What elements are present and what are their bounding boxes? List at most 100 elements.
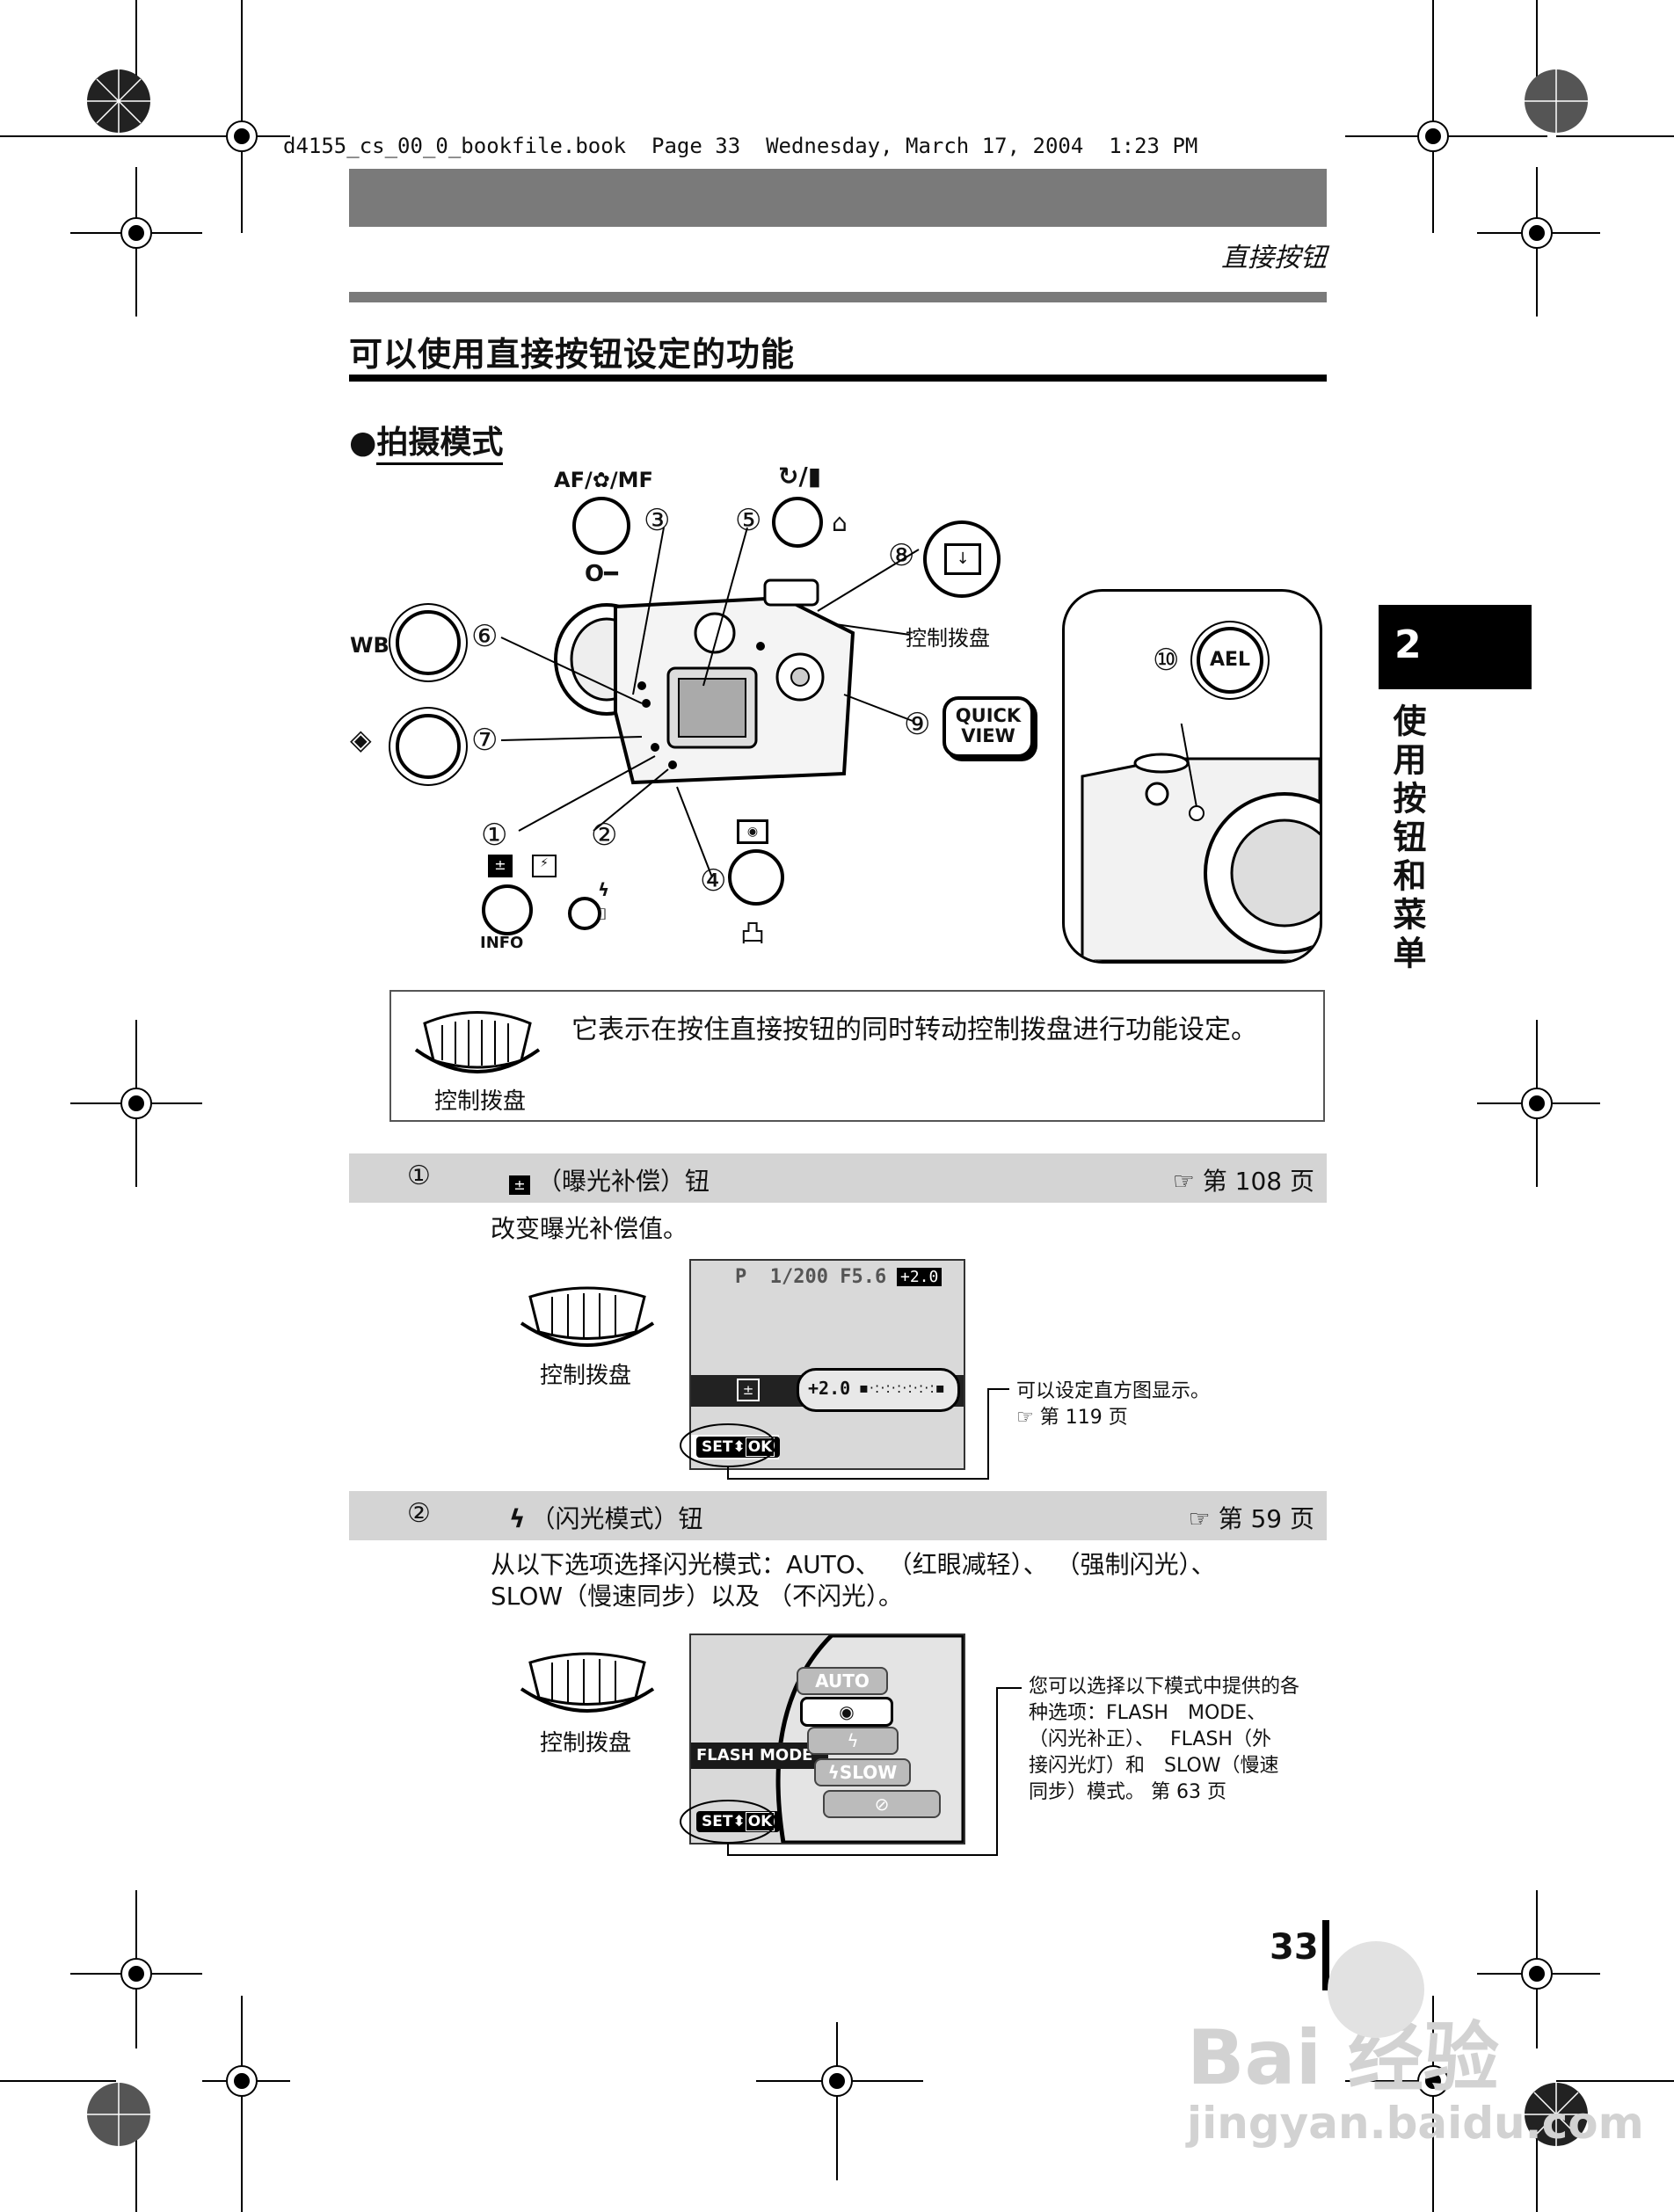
- chapter-tab[interactable]: 2: [1379, 605, 1532, 689]
- metering-button[interactable]: [728, 849, 784, 906]
- flash-button[interactable]: [568, 897, 601, 930]
- page-number: 33: [1270, 1927, 1319, 1968]
- item-1-dial-caption: 控制拨盘: [540, 1363, 632, 1389]
- self-timer-icon: ↻: [778, 462, 799, 491]
- page-number-rule: [1322, 1920, 1329, 1990]
- erase-icon: ⌂: [832, 508, 848, 537]
- transfer-icon: ↓: [944, 543, 981, 575]
- ael-inset-panel: ⑩ AEL: [1062, 589, 1322, 964]
- flash-icon: ϟ: [598, 879, 610, 900]
- set-label: SET: [702, 1438, 733, 1456]
- item-2-bar: ② ϟ（闪光模式）钮 ☞ 第 59 页: [349, 1491, 1327, 1540]
- section-rule-bottom: [349, 375, 1327, 382]
- flash-icon: ϟ: [827, 1762, 840, 1783]
- item-1-connector: [680, 1388, 1009, 1480]
- item-1-name-text: （曝光补偿）钮: [537, 1167, 710, 1196]
- print-transfer-button[interactable]: ↓: [923, 520, 1001, 598]
- wb-label: WB: [350, 633, 389, 658]
- item-2-ref[interactable]: ☞ 第 59 页: [1189, 1500, 1314, 1535]
- page-ref-icon: ☞: [1188, 1504, 1211, 1533]
- flash-option-auto[interactable]: AUTO: [797, 1667, 888, 1695]
- subsection-heading: ●拍摄模式: [349, 417, 504, 465]
- page-ref-icon: ☞: [1016, 1407, 1034, 1429]
- set-label: SET: [702, 1813, 733, 1830]
- item-2-name-text: （闪光模式）钮: [530, 1504, 703, 1533]
- callout-5: ⑤: [735, 503, 762, 538]
- flash-comp-icon: ⚡: [532, 855, 557, 877]
- exposure-comp-icon: ±: [509, 1175, 530, 1195]
- red-eye-icon: ◉: [839, 1701, 855, 1722]
- item-2-callout-line-5: 同步）模式。 第 63 页: [1029, 1781, 1226, 1803]
- flash-mode-screen: FLASH MODE AUTO ◉ ϟ ϟSLOW ⊘ SET⬍OK: [689, 1634, 965, 1845]
- screen-top-line: P 1/200 F5.6: [735, 1266, 887, 1288]
- quality-button[interactable]: [396, 714, 461, 779]
- item-2-callout-line-3: （闪光补正）、 FLASH（外: [1029, 1728, 1271, 1750]
- paw-logo-icon: [1328, 1941, 1424, 2038]
- set-ok-badge: SET⬍OK: [696, 1811, 781, 1832]
- section-title: 可以使用直接按钮设定的功能: [349, 335, 796, 374]
- item-1-name: ± （曝光补偿）钮: [509, 1162, 710, 1197]
- header-bar: [349, 169, 1327, 227]
- chapter-label: 使用按钮和菜单: [1387, 703, 1426, 974]
- chapter-number: 2: [1394, 622, 1422, 667]
- print-header: d4155_cs_00_0_bookfile.book Page 33 Wedn…: [283, 134, 1198, 158]
- item-2-dial-caption: 控制拨盘: [540, 1730, 632, 1757]
- updown-icon: ⬍: [732, 1813, 746, 1830]
- note-box: [389, 990, 1325, 1122]
- flash-option-redeye[interactable]: ◉: [800, 1697, 893, 1727]
- flash-option-off[interactable]: ⊘: [823, 1790, 941, 1818]
- ael-label: AEL: [1209, 649, 1251, 671]
- watermark-brand: Bai 经验: [1187, 2014, 1500, 2102]
- item-1-description: 改变曝光补偿值。: [491, 1214, 688, 1243]
- item-1-callout-ref: ☞ 第 119 页: [1016, 1405, 1210, 1431]
- timer-button[interactable]: [772, 497, 823, 548]
- flash-option-slow[interactable]: ϟSLOW: [814, 1758, 911, 1786]
- callout-6: ⑥: [471, 619, 499, 654]
- callout-10: ⑩: [1153, 643, 1180, 678]
- exposure-comp-icon: ±: [737, 1379, 760, 1401]
- note-text: 它表示在按住直接按钮的同时转动控制拨盘进行功能设定。: [571, 1015, 1257, 1045]
- watermark-url: jingyan.baidu.com: [1187, 2098, 1644, 2149]
- flash-icon: ϟ: [509, 1504, 526, 1533]
- af-mode-button[interactable]: [572, 497, 630, 555]
- protect-key-icon: O━: [585, 561, 618, 587]
- callout-1: ①: [481, 818, 508, 853]
- item-1-callout-text: 可以设定直方图显示。: [1016, 1380, 1211, 1402]
- item-2-ref-text: 第 59 页: [1218, 1504, 1314, 1533]
- flash-option-fill[interactable]: ϟ: [807, 1727, 899, 1755]
- camera-diagram: AF/✿/MF ↻/▮ O━ ③ ⑤ ⌂ ⑧ ↓ WB ⑥ ◈ ⑦: [343, 457, 1336, 964]
- ael-button[interactable]: AEL: [1197, 627, 1263, 694]
- control-dial-icon: [520, 1652, 655, 1713]
- callout-9: ⑨: [904, 707, 931, 742]
- item-2-callout: 您可以选择以下模式中提供的各 种选项：FLASH MODE、 （闪光补正）、 F…: [1029, 1674, 1328, 1806]
- subsection-title: 拍摄模式: [376, 425, 504, 465]
- slider-scale: ▪·:·:·:·:·:·:▪: [859, 1379, 946, 1396]
- macro-icon: ✿: [592, 468, 610, 492]
- item-2-description-line-1: 从以下选项选择闪光模式：AUTO、 （红眼减轻）、 （强制闪光）、: [491, 1550, 1216, 1579]
- slow-label: SLOW: [839, 1762, 898, 1783]
- exposure-screen: P 1/200 F5.6 +2.0 ± +2.0 ▪·:·:·:·:·:·:▪ …: [689, 1259, 965, 1470]
- remote-icon: ▮: [807, 462, 822, 491]
- timer-label: ↻/▮: [778, 462, 822, 491]
- af-mf-label: AF/✿/MF: [554, 468, 653, 492]
- item-1-ref[interactable]: ☞ 第 108 页: [1173, 1162, 1314, 1197]
- running-head: 直接按钮: [1221, 243, 1327, 273]
- exposure-slider[interactable]: +2.0 ▪·:·:·:·:·:·:▪: [797, 1368, 960, 1412]
- updown-icon: ⬍: [732, 1438, 746, 1456]
- quick-view-button[interactable]: QUICK VIEW: [943, 696, 1034, 758]
- callout-3: ③: [644, 503, 671, 538]
- item-1-ref-text: 第 108 页: [1202, 1167, 1314, 1196]
- item-2-description-line-2: SLOW（慢速同步）以及 （不闪光）。: [491, 1582, 904, 1611]
- flash-mode-label: FLASH MODE: [691, 1743, 828, 1769]
- item-1-callout-ref-text: 第 119 页: [1039, 1407, 1128, 1429]
- leader-lines: [500, 527, 920, 878]
- wb-button[interactable]: [396, 610, 461, 675]
- camera-top-illustration: [1081, 724, 1320, 961]
- exposure-comp-button[interactable]: [482, 884, 533, 935]
- flash-off-icon: ⊘: [874, 1794, 890, 1815]
- trash-icon: ⌷: [598, 906, 608, 924]
- flash-icon: ϟ: [847, 1730, 859, 1751]
- set-ok-badge: SET⬍OK: [696, 1437, 781, 1458]
- item-2-callout-line-1: 您可以选择以下模式中提供的各: [1029, 1676, 1300, 1698]
